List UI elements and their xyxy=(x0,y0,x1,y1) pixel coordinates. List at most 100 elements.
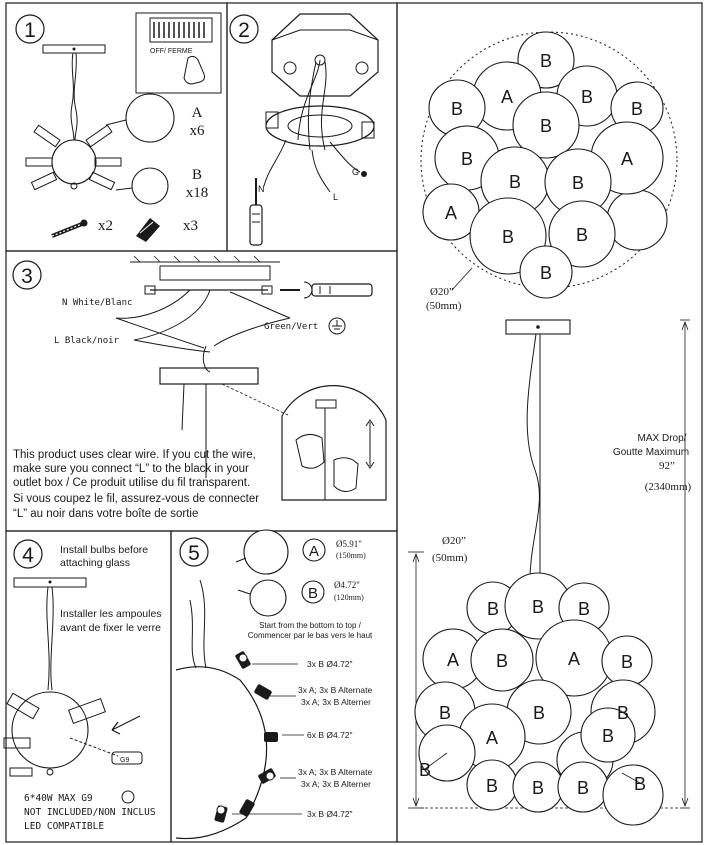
globe-letter: A xyxy=(621,149,633,169)
fixture-illustration xyxy=(25,44,122,191)
max-drop-fr: Goutte Maximum xyxy=(613,447,689,458)
side-view-diameter-mm: (50mm) xyxy=(432,552,468,564)
globe-letter: B xyxy=(540,263,552,283)
step-number: 1 xyxy=(24,19,36,42)
led-compatible: LED COMPATIBLE xyxy=(24,821,104,832)
globe-letter: B xyxy=(533,703,545,723)
step-2: 2 N L G xyxy=(229,13,379,246)
step-5: 5 A Ø5.91" (150mm) B Ø4.72" (120mm) Star… xyxy=(175,529,373,840)
globe-b-part xyxy=(131,167,169,205)
screw-icon xyxy=(51,219,88,238)
install-bulbs-fr: Installer les ampoules xyxy=(60,608,162,620)
globe-b-tag xyxy=(301,580,325,604)
step-number-circle xyxy=(12,260,42,290)
globe-letter: B xyxy=(532,778,544,798)
globe-a-sample xyxy=(243,529,289,575)
bulb-spec: 6*40W MAX G9 xyxy=(24,793,93,804)
wire-n-label: N xyxy=(258,184,265,194)
globe-letter: B xyxy=(617,703,629,723)
magnifier-detail xyxy=(281,385,387,501)
top-view-diameter: Ø20” xyxy=(430,286,454,298)
bulb-not-included: NOT INCLUDED/NON INCLUS xyxy=(24,807,156,818)
junction-box-illustration xyxy=(263,13,379,193)
install-bulbs-fr: avant de fixer le verre xyxy=(60,622,161,634)
step-number: 5 xyxy=(188,542,200,565)
part-b-letter: B xyxy=(192,167,202,183)
globe xyxy=(470,628,534,692)
wire-nut-qty: x3 xyxy=(183,218,198,234)
globe-letter: A xyxy=(447,650,459,670)
globe xyxy=(602,764,664,826)
globe xyxy=(548,200,616,268)
step-number-circle xyxy=(15,14,45,44)
globe-letter: B xyxy=(439,703,451,723)
globe-letter: B xyxy=(572,173,584,193)
globe-letter: B xyxy=(461,149,473,169)
socket-sphere-illustration xyxy=(175,579,278,840)
globe-letter: B xyxy=(602,726,614,746)
globe-letter: B xyxy=(532,597,544,617)
globe-b-letter: B xyxy=(308,585,318,602)
screw-qty: x2 xyxy=(98,218,113,234)
install-bulbs-en: attaching glass xyxy=(60,557,130,569)
screwdriver-icon xyxy=(280,281,373,299)
green-wire-label: Green/Vert xyxy=(264,322,318,332)
side-view: MAX Drop/ Goutte Maximum 92” (2340mm) Ø2… xyxy=(408,319,692,826)
max-drop-inches: 92” xyxy=(659,460,675,472)
globe-letter: B xyxy=(631,99,643,119)
globe-letter: B xyxy=(451,99,463,119)
note-line: make sure you connect “L” to the black i… xyxy=(13,463,249,475)
n-wire-label: N White/Blanc xyxy=(62,298,132,308)
globe-a-dim: Ø5.91" xyxy=(336,539,362,549)
bulb-install-illustration: G9 xyxy=(3,577,143,777)
note-line: outlet box / Ce produit utilise du fil t… xyxy=(13,477,250,489)
globe xyxy=(580,707,636,763)
note-line: Si vous coupez le fil, assurez-vous de c… xyxy=(13,493,259,505)
globe-b-mm: (120mm) xyxy=(334,593,364,602)
globe xyxy=(519,245,573,299)
row-leader-lines xyxy=(232,663,304,815)
step-number-circle xyxy=(229,14,259,44)
step-number: 3 xyxy=(21,265,33,288)
note-line: “L” au noir dans votre boîte de sortie xyxy=(13,508,198,520)
l-wire-label: L Black/noir xyxy=(54,336,120,346)
globe-letter: A xyxy=(568,649,580,669)
top-view-diameter-mm: (50mm) xyxy=(426,300,462,312)
step-3: 3 N White/Blanc L Black/ xyxy=(12,255,387,520)
cord xyxy=(526,333,540,591)
globe-letter: B xyxy=(496,651,508,671)
globe-letter: B xyxy=(581,87,593,107)
step-number: 2 xyxy=(238,19,250,42)
globe-letter: B xyxy=(509,172,521,192)
max-drop-en: MAX Drop/ xyxy=(638,433,687,444)
globe-letter: B xyxy=(578,599,590,619)
canopy xyxy=(505,319,571,335)
globe-letter: A xyxy=(501,87,513,107)
globe-b-dim: Ø4.72" xyxy=(334,580,360,590)
part-a-qty: x6 xyxy=(190,123,206,139)
note-line: This product uses clear wire. If you cut… xyxy=(13,449,256,461)
screwdriver-icon xyxy=(249,178,263,246)
wire-nut-icon xyxy=(136,218,160,242)
start-bottom-fr: Commencer par le bas vers le haut xyxy=(248,631,373,640)
clear-wire-note: This product uses clear wire. If you cut… xyxy=(13,449,259,520)
row-label: 3x B Ø4.72" xyxy=(307,659,353,669)
globe-letter: B xyxy=(540,116,552,136)
wire-l-label: L xyxy=(333,192,338,202)
start-bottom-en: Start from the bottom to top / xyxy=(259,621,362,630)
step-number-circle xyxy=(13,539,43,569)
side-view-diameter: Ø20” xyxy=(442,535,466,547)
globe-letter: B xyxy=(576,225,588,245)
row-label: 3x B Ø4.72" xyxy=(307,809,353,819)
globe-a-part xyxy=(125,93,175,143)
ground-icon xyxy=(328,317,346,335)
panel-borders xyxy=(5,2,703,843)
globe-a-mm: (150mm) xyxy=(336,551,366,560)
globe-letter: B xyxy=(634,774,646,794)
max-drop-mm: (2340mm) xyxy=(645,481,692,493)
globe-letter: A xyxy=(486,728,498,748)
